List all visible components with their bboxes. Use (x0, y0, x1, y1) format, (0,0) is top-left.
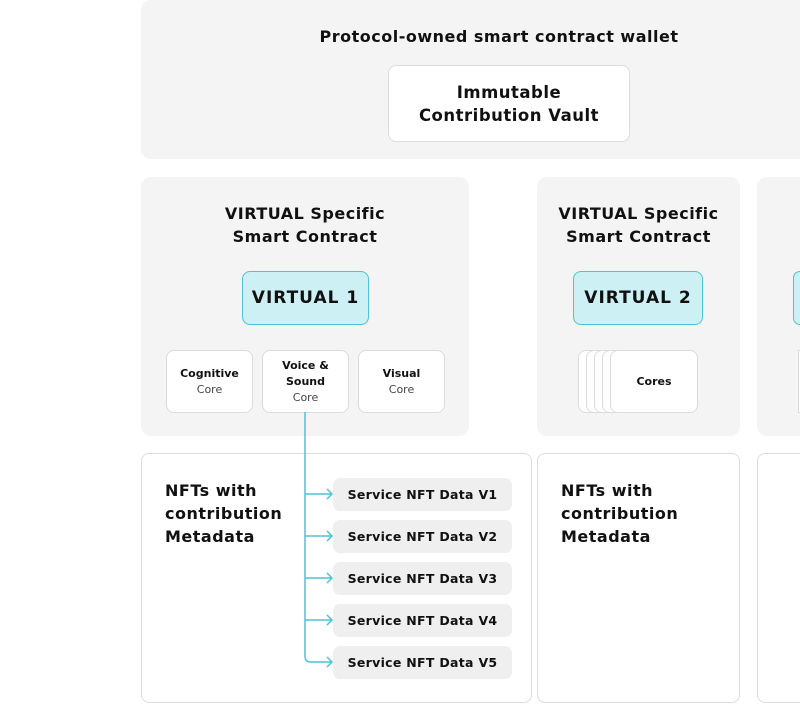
cores-label: Cores (636, 374, 672, 388)
cores-stack: Cores (610, 350, 698, 413)
branch-v2 (305, 530, 334, 542)
nft-line1: NFTs with (561, 481, 654, 500)
service-nft-v4: Service NFT Data V4 (333, 604, 512, 637)
nft-line3: Metadata (165, 527, 255, 546)
nft-panel-3-edge (757, 453, 800, 703)
contract-title-line2: Smart Contract (566, 227, 711, 246)
branch-v1 (305, 488, 334, 500)
contract-panel-3-edge (757, 177, 800, 436)
vault-box: Immutable Contribution Vault (388, 65, 630, 142)
contract-title-line2: Smart Contract (232, 227, 378, 246)
core-name: Visual (382, 366, 421, 380)
service-nft-v3: Service NFT Data V3 (333, 562, 512, 595)
wallet-title: Protocol-owned smart contract wallet (319, 27, 679, 46)
nft-line1: NFTs with (165, 481, 258, 500)
vault-label: Immutable Contribution Vault (418, 82, 600, 125)
branch-v3 (305, 572, 334, 584)
nft-line2: contribution (561, 504, 679, 523)
nft-line2: contribution (165, 504, 283, 523)
contract-title-line1: VIRTUAL Specific (558, 204, 719, 223)
branch-v5 (326, 656, 334, 668)
core-stack-card-edge (798, 350, 800, 413)
core-name: Cognitive (180, 366, 239, 380)
contract-panel-1: VIRTUAL Specific Smart Contract VIRTUAL … (141, 177, 469, 436)
wallet-panel: Protocol-owned smart contract wallet Imm… (141, 0, 800, 159)
virtual-1-box: VIRTUAL 1 (242, 271, 369, 325)
virtual-3-box-edge (793, 271, 800, 325)
core-name: Voice & Sound (282, 358, 329, 388)
contract-title-line1: VIRTUAL Specific (224, 204, 386, 223)
trunk-line (304, 412, 332, 663)
service-nft-v5: Service NFT Data V5 (333, 646, 512, 679)
service-nft-v1: Service NFT Data V1 (333, 478, 512, 511)
core-sub: Core (196, 382, 223, 396)
nft-line3: Metadata (561, 527, 651, 546)
branch-v4 (305, 614, 334, 626)
contract-panel-2: VIRTUAL Specific Smart Contract VIRTUAL … (537, 177, 740, 436)
nft-panel-2: NFTs with contribution Metadata (537, 453, 740, 703)
core-sub: Core (292, 390, 319, 404)
service-nft-v2: Service NFT Data V2 (333, 520, 512, 553)
virtual-2-box: VIRTUAL 2 (573, 271, 703, 325)
core-sub: Core (388, 382, 415, 396)
